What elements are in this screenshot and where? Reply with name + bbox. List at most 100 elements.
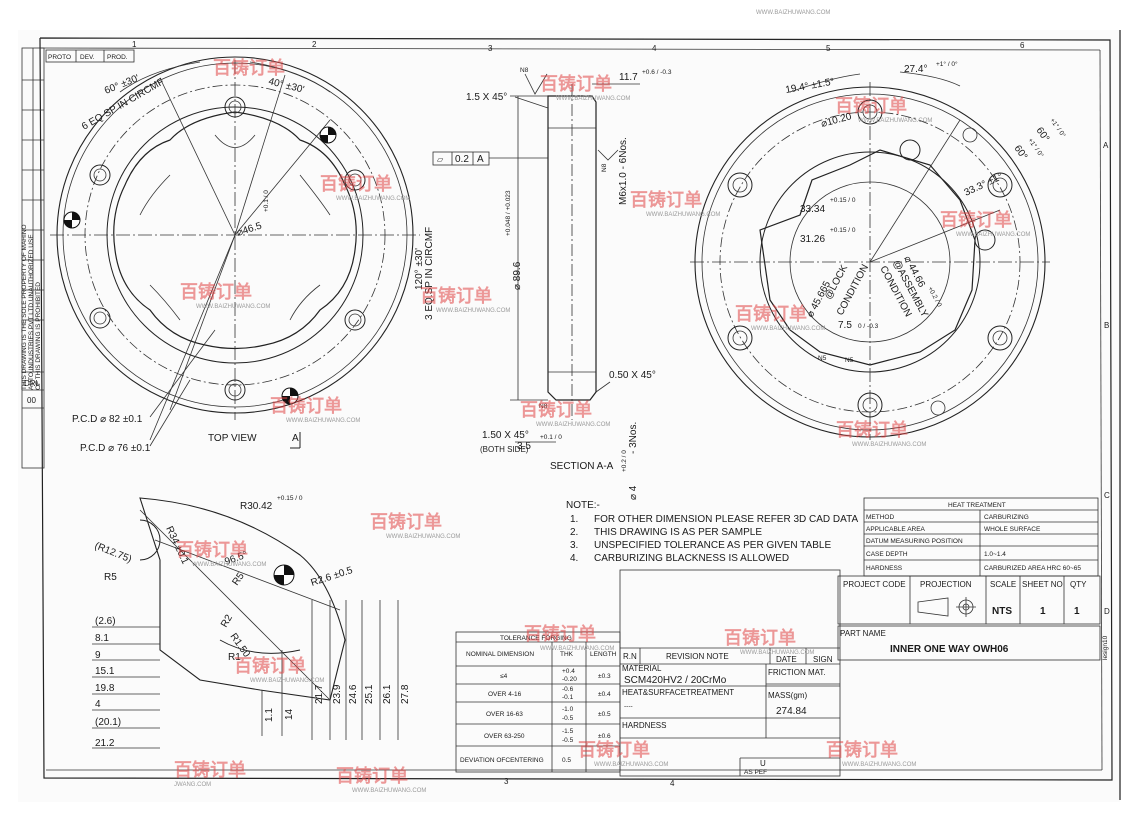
- svg-text:WWW.BAIZHUWANG.COM: WWW.BAIZHUWANG.COM: [352, 788, 426, 794]
- tb-sheet-label: SHEET NO: [1022, 580, 1063, 589]
- svg-text:百铸订单: 百铸订单: [630, 189, 702, 210]
- watermark: WWW.BAIZHUWANG.COM: [756, 10, 830, 16]
- tol-header-len: LENGTH: [590, 651, 617, 658]
- projection-symbol-icon: [917, 597, 976, 617]
- d3126-tol: +0.15 / 0: [830, 227, 856, 234]
- dim-v-1: 1.1: [264, 708, 275, 722]
- svg-text:WWW.BAIZHUWANG.COM: WWW.BAIZHUWANG.COM: [751, 326, 825, 332]
- svg-text:WWW.BAIZHUWANG.COM: WWW.BAIZHUWANG.COM: [192, 562, 266, 568]
- d3334-tol: +0.15 / 0: [830, 197, 856, 204]
- tb-mass: 274.84: [776, 706, 807, 717]
- watermark: 百铸订单 WWW.BAIZHUWANG.COM: [420, 285, 510, 314]
- watermarks: WWW.BAIZHUWANG.COM 百铸订单 百铸订单 WWW.BAIZHUW…: [174, 10, 1030, 794]
- note-4-num: 4.: [570, 553, 578, 564]
- pcd-82-label: P.C.D ⌀ 82 ±0.1: [72, 414, 143, 425]
- svg-text:WWW.BAIZHUWANG.COM: WWW.BAIZHUWANG.COM: [646, 212, 720, 218]
- tol-row-4-len: ±0.6: [598, 733, 611, 740]
- r5-label: R5: [104, 572, 117, 583]
- tb-material: SCM420HV2 / 20CrMo: [624, 675, 727, 686]
- vertical-dimensions: 1.1 14 21.7 23.9 24.6 25.1 26.1 27.8: [261, 600, 411, 740]
- tb-sign: SIGN: [813, 655, 833, 664]
- tb-scale: NTS: [992, 606, 1012, 617]
- watermark: 百铸订单 WWW.BAIZHUWANG.COM: [320, 173, 410, 202]
- tol-row-2-thk-b: -0.1: [562, 694, 574, 701]
- tb-material-label: MATERIAL: [622, 664, 662, 673]
- datum-a: A: [477, 154, 484, 165]
- datum-markers: [63, 126, 337, 405]
- tol-row-2-len: ±0.4: [598, 691, 611, 698]
- bottom-view-holes: [727, 99, 1013, 418]
- angle-120-label: 120° ±30': [414, 248, 425, 290]
- chamfer-150-label: 1.50 X 45°: [482, 430, 529, 441]
- svg-text:百铸订单: 百铸订单: [540, 73, 612, 94]
- ownership-line-2: AUTO INDUSTRIES PVT LTD UNAUTHORIZED USE: [28, 234, 35, 390]
- watermark: 百铸订单 WWW.BAIZHUWANG.COM: [270, 395, 360, 424]
- chamfer-050-label: 0.50 X 45°: [609, 370, 656, 381]
- tol-row-3-thk-a: -1.0: [562, 706, 574, 713]
- heat-row-4-key: CASE DEPTH: [866, 551, 908, 558]
- svg-text:WWW.BAIZHUWANG.COM: WWW.BAIZHUWANG.COM: [250, 678, 324, 684]
- left-dimensions: (2.6) 8.1 9 15.1 19.8 4 (20.1) 21.2: [92, 616, 160, 749]
- svg-text:WWW.BAIZHUWANG.COM: WWW.BAIZHUWANG.COM: [842, 762, 916, 768]
- watermark: 百铸订单 WWW.BAIZHUWANG.COM: [940, 209, 1030, 238]
- tb-as-per: AS PEF: [744, 769, 767, 776]
- height-label: 11.7: [619, 72, 638, 83]
- title-block: R.N REVISION NOTE DATE SIGN MATERIAL SCM…: [619, 569, 1101, 777]
- dim-35-label: 3.5: [517, 441, 531, 452]
- watermark: 百铸订单 WWW.BAIZHUWANG.COM: [836, 419, 926, 448]
- n5-left: N5: [818, 355, 827, 362]
- svg-text:WWW.BAIZHUWANG.COM: WWW.BAIZHUWANG.COM: [386, 534, 460, 540]
- top-view-label: TOP VIEW: [208, 433, 257, 444]
- tol-row-1-thk-a: +0.4: [562, 668, 575, 675]
- tol-row-1-len: ±0.3: [598, 673, 611, 680]
- svg-text:WWW.BAIZHUWANG.COM: WWW.BAIZHUWANG.COM: [556, 96, 630, 102]
- tb-sheet: 1: [1040, 606, 1046, 617]
- holes-3-label: 3 EQ.SP IN CIRCMF: [424, 227, 435, 320]
- dia-896-tol: +0.048 / +0.023: [505, 190, 512, 236]
- tb-heat-value: ----: [624, 703, 633, 710]
- ownership-line-3: OF THIS DRAWING IS PROHIBITED: [35, 282, 42, 390]
- svg-text:WWW.BAIZHUWANG.COM: WWW.BAIZHUWANG.COM: [336, 196, 410, 202]
- svg-text:百铸订单: 百铸订单: [578, 739, 650, 760]
- heat-row-1-key: METHOD: [866, 514, 894, 521]
- stage-proto: PROTO: [48, 54, 71, 61]
- stage-prod: PROD.: [107, 54, 128, 61]
- watermark: 百铸订单 WWW.BAIZHUWANG.COM: [370, 511, 460, 540]
- tol-row-4-thk-b: -0.5: [562, 737, 574, 744]
- heat-row-5-key: HARDNESS: [866, 565, 903, 572]
- watermark: 百铸订单 WWW.BAIZHUWANG.COM: [234, 655, 324, 684]
- note-1-num: 1.: [570, 514, 578, 525]
- dim-left-6: 4: [95, 699, 101, 710]
- heat-title: HEAT TREATMENT: [948, 502, 1006, 509]
- d75-label: 7.5: [838, 320, 852, 331]
- tol-row-4-dim: OVER 63-250: [484, 733, 525, 740]
- finish-n8-bottom: N8: [539, 403, 548, 410]
- drl-number: 00: [27, 396, 36, 405]
- svg-text:WWW.BAIZHUWANG.COM: WWW.BAIZHUWANG.COM: [286, 418, 360, 424]
- dim-left-4: 15.1: [95, 666, 115, 677]
- note-3-text: UNSPECIFIED TOLERANCE AS PER GIVEN TABLE: [594, 540, 831, 551]
- svg-text:百铸订单: 百铸订单: [176, 539, 248, 560]
- svg-text:WWW.BAIZHUWANG.COM: WWW.BAIZHUWANG.COM: [740, 650, 814, 656]
- watermark: 百铸订单 WWW.BAIZHUWANG.COM: [578, 739, 668, 768]
- svg-text:百铸订单: 百铸订单: [213, 57, 285, 78]
- watermark: 百铸订单 WWW.BAIZHUWANG.COM: [176, 539, 266, 568]
- bottom-view: 27.4° +1° / 0° 19.4° ±1.5° 60° +1° / 0° …: [690, 60, 1068, 440]
- note-2-text: THIS DRAWING IS AS PER SAMPLE: [594, 527, 762, 538]
- d3126-label: 31.26: [800, 234, 825, 245]
- tb-projection: PROJECTION: [920, 580, 972, 589]
- watermark: 百铸订单 WWW.BAIZHUWANG.COM: [540, 73, 630, 102]
- col-4: 4: [652, 44, 657, 53]
- svg-text:百铸订单: 百铸订单: [336, 765, 408, 786]
- dim-left-8: 21.2: [95, 738, 115, 749]
- tb-revision-note: REVISION NOTE: [666, 652, 729, 661]
- height-tol: +0.6 / -0.3: [642, 69, 672, 76]
- tol-header-dim: NOMINAL DIMENSION: [466, 651, 534, 658]
- bottom-col-4: 4: [670, 779, 675, 788]
- svg-text:百铸订单: 百铸订单: [370, 511, 442, 532]
- svg-text:JWANG.COM: JWANG.COM: [174, 782, 211, 788]
- both-side-label: (BOTH SIDE): [480, 445, 529, 454]
- watermark: 百铸订单: [213, 57, 285, 78]
- angle-274-tol: +1° / 0°: [936, 60, 958, 68]
- detail-view: R30.42 +0.15 / 0 (R12.75) R34 ±0.1 96.5°…: [92, 495, 411, 749]
